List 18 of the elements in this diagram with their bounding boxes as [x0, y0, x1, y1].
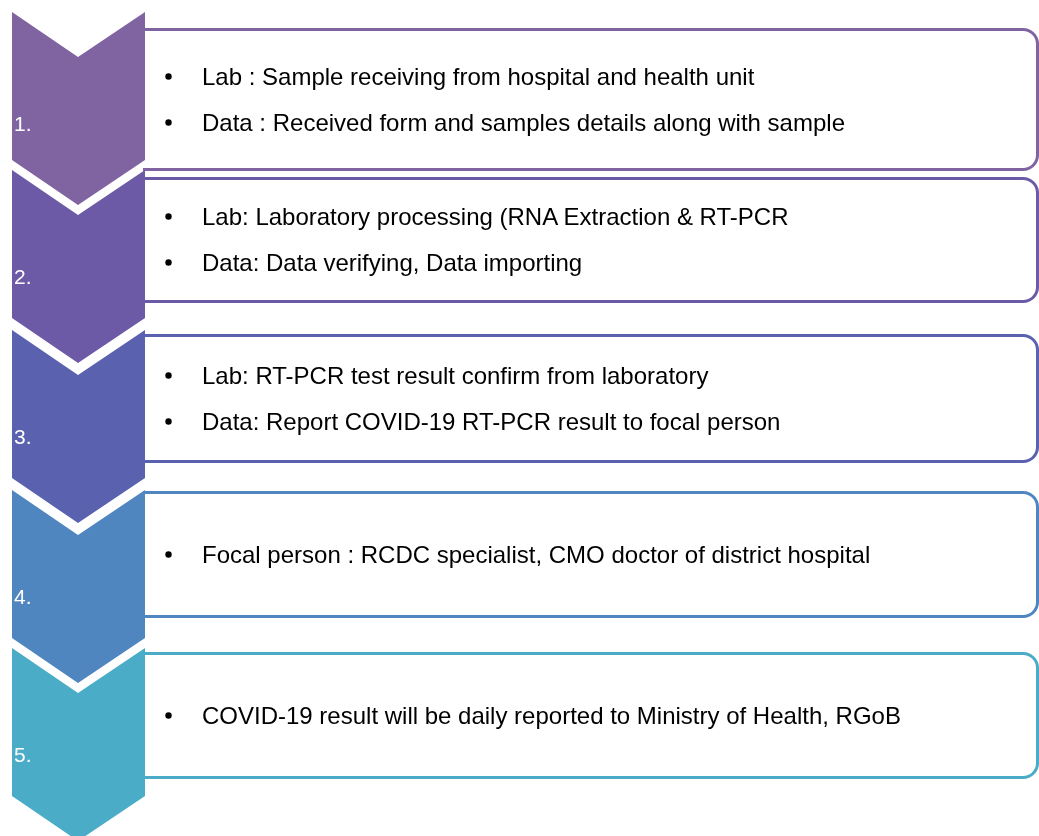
- step-text: Data : Received form and samples details along with sample: [202, 108, 845, 136]
- step-text: Lab: RT-PCR test result confirm from laboratory: [202, 361, 709, 389]
- step-number: 2.: [14, 265, 32, 289]
- step-box: [143, 334, 1039, 463]
- step-number: 4.: [14, 585, 32, 609]
- step-number: 5.: [14, 743, 32, 767]
- step-text: Data: Report COVID-19 RT-PCR result to focal person: [202, 407, 781, 435]
- step-text: Lab: Laboratory processing (RNA Extraction & RT-PCR: [202, 203, 789, 230]
- step-box: [143, 177, 1039, 303]
- step-box: [143, 491, 1039, 618]
- step-number: 1.: [14, 112, 32, 136]
- step-text: COVID-19 result will be daily reported to Ministry of Health, RGoB: [202, 701, 901, 729]
- step-text: Data: Data verifying, Data importing: [202, 249, 583, 276]
- step-text: Lab : Sample receiving from hospital and health unit: [202, 62, 755, 90]
- step-box: [143, 28, 1039, 171]
- step-box: [143, 652, 1039, 779]
- step-text: Focal person : RCDC specialist, CMO doctor of district hospital: [202, 540, 871, 568]
- step-number: 3.: [14, 425, 32, 449]
